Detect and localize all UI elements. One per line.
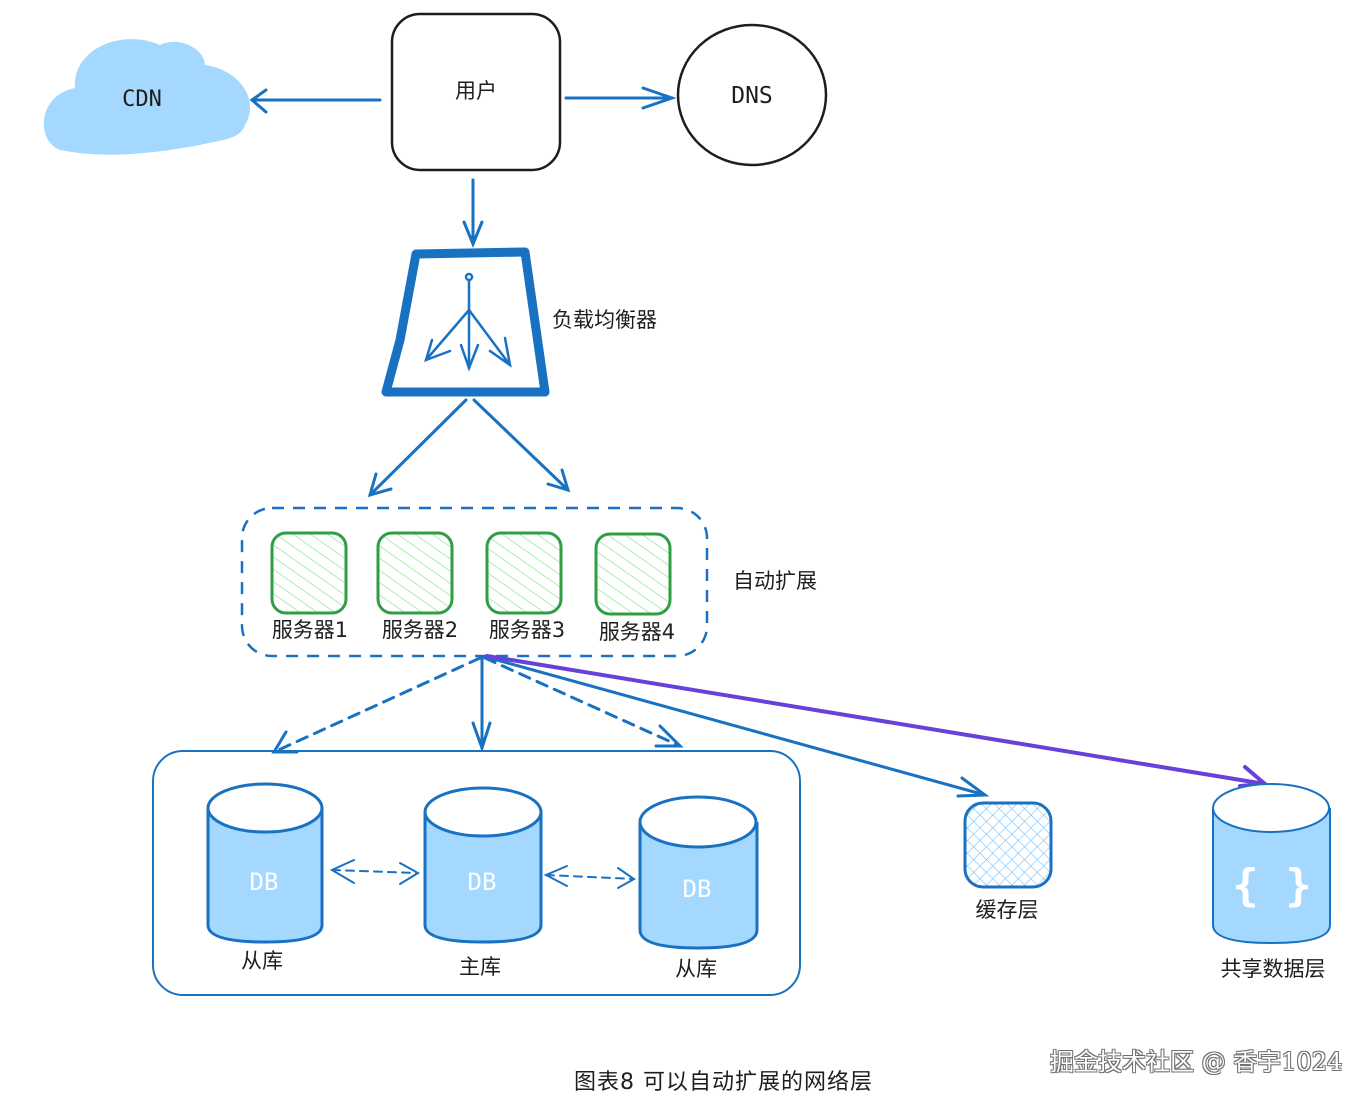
cache-node[interactable]: 缓存层 xyxy=(963,801,1053,922)
db-icon-text: DB xyxy=(250,868,279,896)
db-label: 从库 xyxy=(241,949,283,973)
server-4[interactable]: 服务器4 xyxy=(594,532,675,644)
db-icon-text: DB xyxy=(683,875,712,903)
replication-arrow-right xyxy=(543,865,636,889)
db-label: 主库 xyxy=(459,955,501,979)
arrow-servers-to-shared-data xyxy=(485,654,1270,788)
arrow-user-to-lb xyxy=(462,178,484,248)
dns-node[interactable]: DNS xyxy=(676,23,828,167)
db-replica-2[interactable]: DB 从库 xyxy=(638,795,759,981)
user-node[interactable]: 用户 xyxy=(390,12,562,172)
shared-data-label: 共享数据层 xyxy=(1221,957,1326,981)
cdn-cloud[interactable]: CDN xyxy=(43,39,251,155)
braces-icon: { } xyxy=(1232,860,1311,911)
db-replica-1[interactable]: DB 从库 xyxy=(206,782,324,973)
auto-scaling-group[interactable]: 自动扩展 xyxy=(240,506,817,658)
figure-caption: 图表8 可以自动扩展的网络层 xyxy=(574,1070,873,1095)
load-balancer-label: 负载均衡器 xyxy=(552,308,657,332)
arrows-lb-to-servers xyxy=(367,398,571,498)
server-2[interactable]: 服务器2 xyxy=(376,531,458,642)
server-label: 服务器1 xyxy=(272,618,348,642)
load-balancer-icon xyxy=(424,272,512,372)
db-cluster[interactable] xyxy=(152,750,801,996)
arrow-user-to-dns xyxy=(564,86,677,110)
auto-scaling-label: 自动扩展 xyxy=(733,569,817,593)
arrow-user-to-cdn xyxy=(249,88,382,114)
dns-label: DNS xyxy=(731,83,773,109)
db-label: 从库 xyxy=(675,957,717,981)
user-label: 用户 xyxy=(455,79,497,103)
server-3[interactable]: 服务器3 xyxy=(485,531,565,642)
replication-arrow-left xyxy=(329,859,420,885)
cdn-label: CDN xyxy=(122,87,162,112)
db-icon-text: DB xyxy=(468,868,497,896)
server-1[interactable]: 服务器1 xyxy=(270,531,348,642)
server-label: 服务器3 xyxy=(489,618,565,642)
shared-data-node[interactable]: { } 共享数据层 xyxy=(1212,783,1331,981)
db-primary[interactable]: DB 主库 xyxy=(423,786,543,979)
cache-label: 缓存层 xyxy=(976,898,1039,922)
load-balancer-node[interactable]: 负载均衡器 xyxy=(381,247,657,397)
watermark: 掘金技术社区 @ 香宇1024 xyxy=(1050,1048,1343,1076)
server-label: 服务器2 xyxy=(382,618,458,642)
server-label: 服务器4 xyxy=(599,620,675,644)
cloud-icon xyxy=(43,39,251,155)
